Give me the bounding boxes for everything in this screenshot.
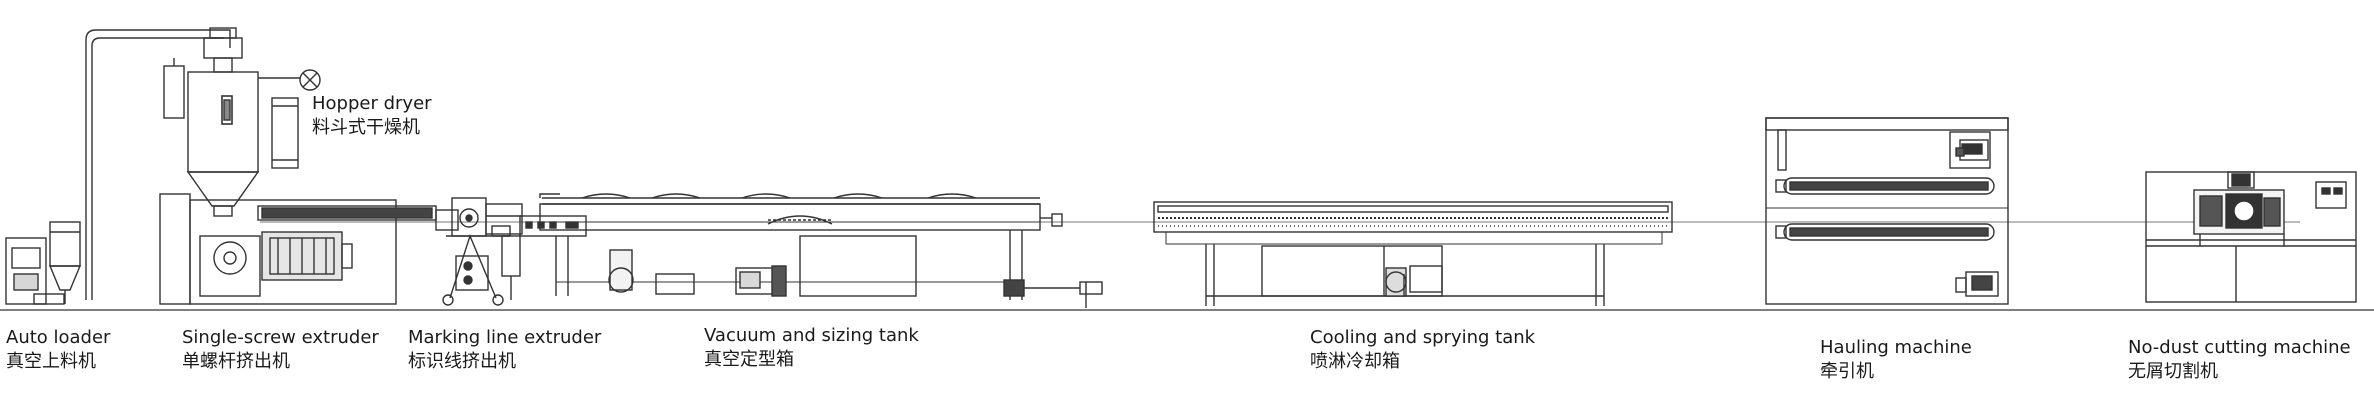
label-cooling-spraying-tank: Cooling and sprying tank 喷淋冷却箱	[1310, 326, 1535, 374]
label-en: Hopper dryer	[312, 93, 432, 114]
label-vacuum-sizing-tank: Vacuum and sizing tank 真空定型箱	[704, 324, 919, 372]
cooling-spraying-tank-drawing	[1153, 201, 1673, 306]
label-hopper-dryer: Hopper dryer 料斗式干燥机	[312, 92, 432, 140]
label-en: No-dust cutting machine	[2128, 337, 2351, 358]
label-hauling-machine: Hauling machine 牵引机	[1820, 336, 1972, 384]
label-zh: 料斗式干燥机	[312, 117, 420, 138]
label-zh: 标识线挤出机	[408, 351, 516, 372]
label-en: Vacuum and sizing tank	[704, 325, 919, 346]
label-en: Single-screw extruder	[182, 327, 379, 348]
label-auto-loader: Auto loader 真空上料机	[6, 326, 110, 374]
label-en: Auto loader	[6, 327, 111, 348]
label-en: Marking line extruder	[408, 327, 602, 348]
label-marking-line-extruder: Marking line extruder 标识线挤出机	[408, 326, 601, 374]
label-single-screw-extruder: Single-screw extruder 单螺杆挤出机	[182, 326, 379, 374]
label-zh: 牵引机	[1820, 361, 1874, 382]
marking-line-extruder-drawing	[442, 197, 523, 306]
label-en: Cooling and sprying tank	[1310, 327, 1536, 348]
single-screw-extruder-drawing	[159, 27, 459, 305]
no-dust-cutting-machine-drawing	[2145, 171, 2357, 303]
vacuum-sizing-tank-drawing	[519, 193, 1103, 308]
label-zh: 喷淋冷却箱	[1310, 351, 1400, 372]
label-zh: 无屑切割机	[2128, 361, 2218, 382]
label-en: Hauling machine	[1820, 337, 1972, 358]
label-zh: 真空定型箱	[704, 349, 794, 370]
label-zh: 单螺杆挤出机	[182, 351, 290, 372]
label-zh: 真空上料机	[6, 351, 96, 372]
hauling-machine-drawing	[1765, 117, 2009, 305]
auto-loader-drawing	[5, 29, 231, 305]
label-no-dust-cutting-machine: No-dust cutting machine 无屑切割机	[2128, 336, 2351, 384]
